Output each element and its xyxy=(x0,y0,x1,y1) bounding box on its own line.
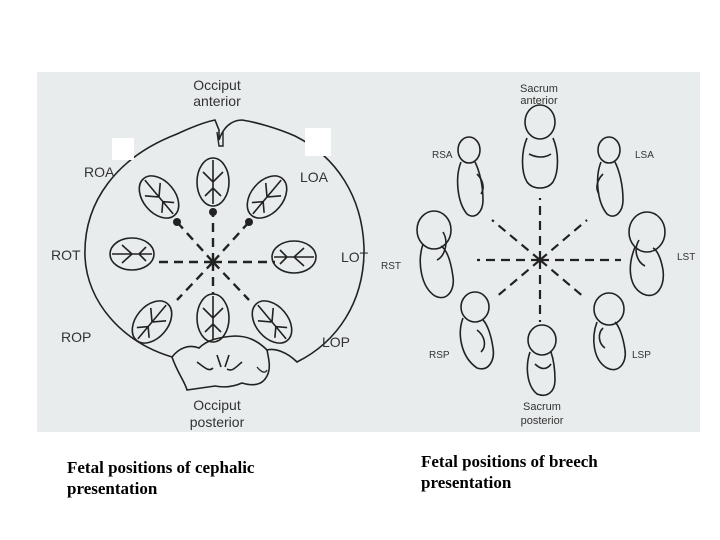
head-rop xyxy=(131,300,173,344)
cephalic-caption: Fetal positions of cephalic presentation xyxy=(67,458,255,498)
cephalic-diagram xyxy=(84,119,365,391)
fetal-positions-diagram: Occiput anterior ROA LOA ROT LOT ROP LOP… xyxy=(51,77,695,430)
roa-label: ROA xyxy=(84,164,115,180)
sacrum-posterior-label-2: posterior xyxy=(521,415,564,427)
head-oa xyxy=(196,157,230,207)
rst-label: RST xyxy=(381,261,401,272)
lop-label: LOP xyxy=(322,334,350,350)
cephalic-dots xyxy=(173,208,253,226)
fetus-rst xyxy=(416,210,455,299)
head-roa xyxy=(138,175,180,219)
breech-spokes xyxy=(477,198,621,322)
head-op xyxy=(196,293,230,343)
loa-label: LOA xyxy=(300,169,329,185)
rop-label: ROP xyxy=(61,329,91,345)
fetus-sa xyxy=(521,104,559,189)
sacrum-posterior-label-1: Sacrum xyxy=(523,401,561,413)
sacrum-tip xyxy=(256,366,268,373)
head-loa xyxy=(246,175,288,219)
occiput-anterior-label-2: anterior xyxy=(193,93,241,109)
rsp-label: RSP xyxy=(429,350,450,361)
sacrum-outline xyxy=(171,349,271,391)
fetus-lsa xyxy=(596,136,624,217)
fetus-lst xyxy=(628,211,666,297)
occiput-posterior-label-1: Occiput xyxy=(193,397,241,413)
lot-label: LOT xyxy=(341,249,369,265)
lst-label: LST xyxy=(677,252,695,263)
occiput-posterior-label-2: posterior xyxy=(190,414,245,430)
top-cleft xyxy=(216,131,224,147)
fetus-rsa xyxy=(456,136,484,217)
blank-patch-left xyxy=(112,138,134,160)
lsp-label: LSP xyxy=(632,350,651,361)
head-lot xyxy=(271,240,317,274)
blank-patch-right xyxy=(305,128,331,156)
occiput-anterior-label-1: Occiput xyxy=(193,77,241,93)
cephalic-spokes xyxy=(155,212,275,301)
sacrum-anterior-label-2: anterior xyxy=(520,95,558,107)
breech-caption: Fetal positions of breech presentation xyxy=(421,452,598,492)
head-rot xyxy=(109,237,155,271)
diagram-panel: Occiput anterior ROA LOA ROT LOT ROP LOP… xyxy=(37,72,700,432)
fetus-rsp xyxy=(459,291,495,370)
fetus-sp xyxy=(526,324,557,396)
head-lop xyxy=(251,300,293,344)
rot-label: ROT xyxy=(51,247,81,263)
breech-diagram xyxy=(416,104,666,396)
lsa-label: LSA xyxy=(635,150,654,161)
sacrum-anterior-label-1: Sacrum xyxy=(520,83,558,95)
fetus-lsp xyxy=(593,292,627,371)
rsa-label: RSA xyxy=(432,150,453,161)
